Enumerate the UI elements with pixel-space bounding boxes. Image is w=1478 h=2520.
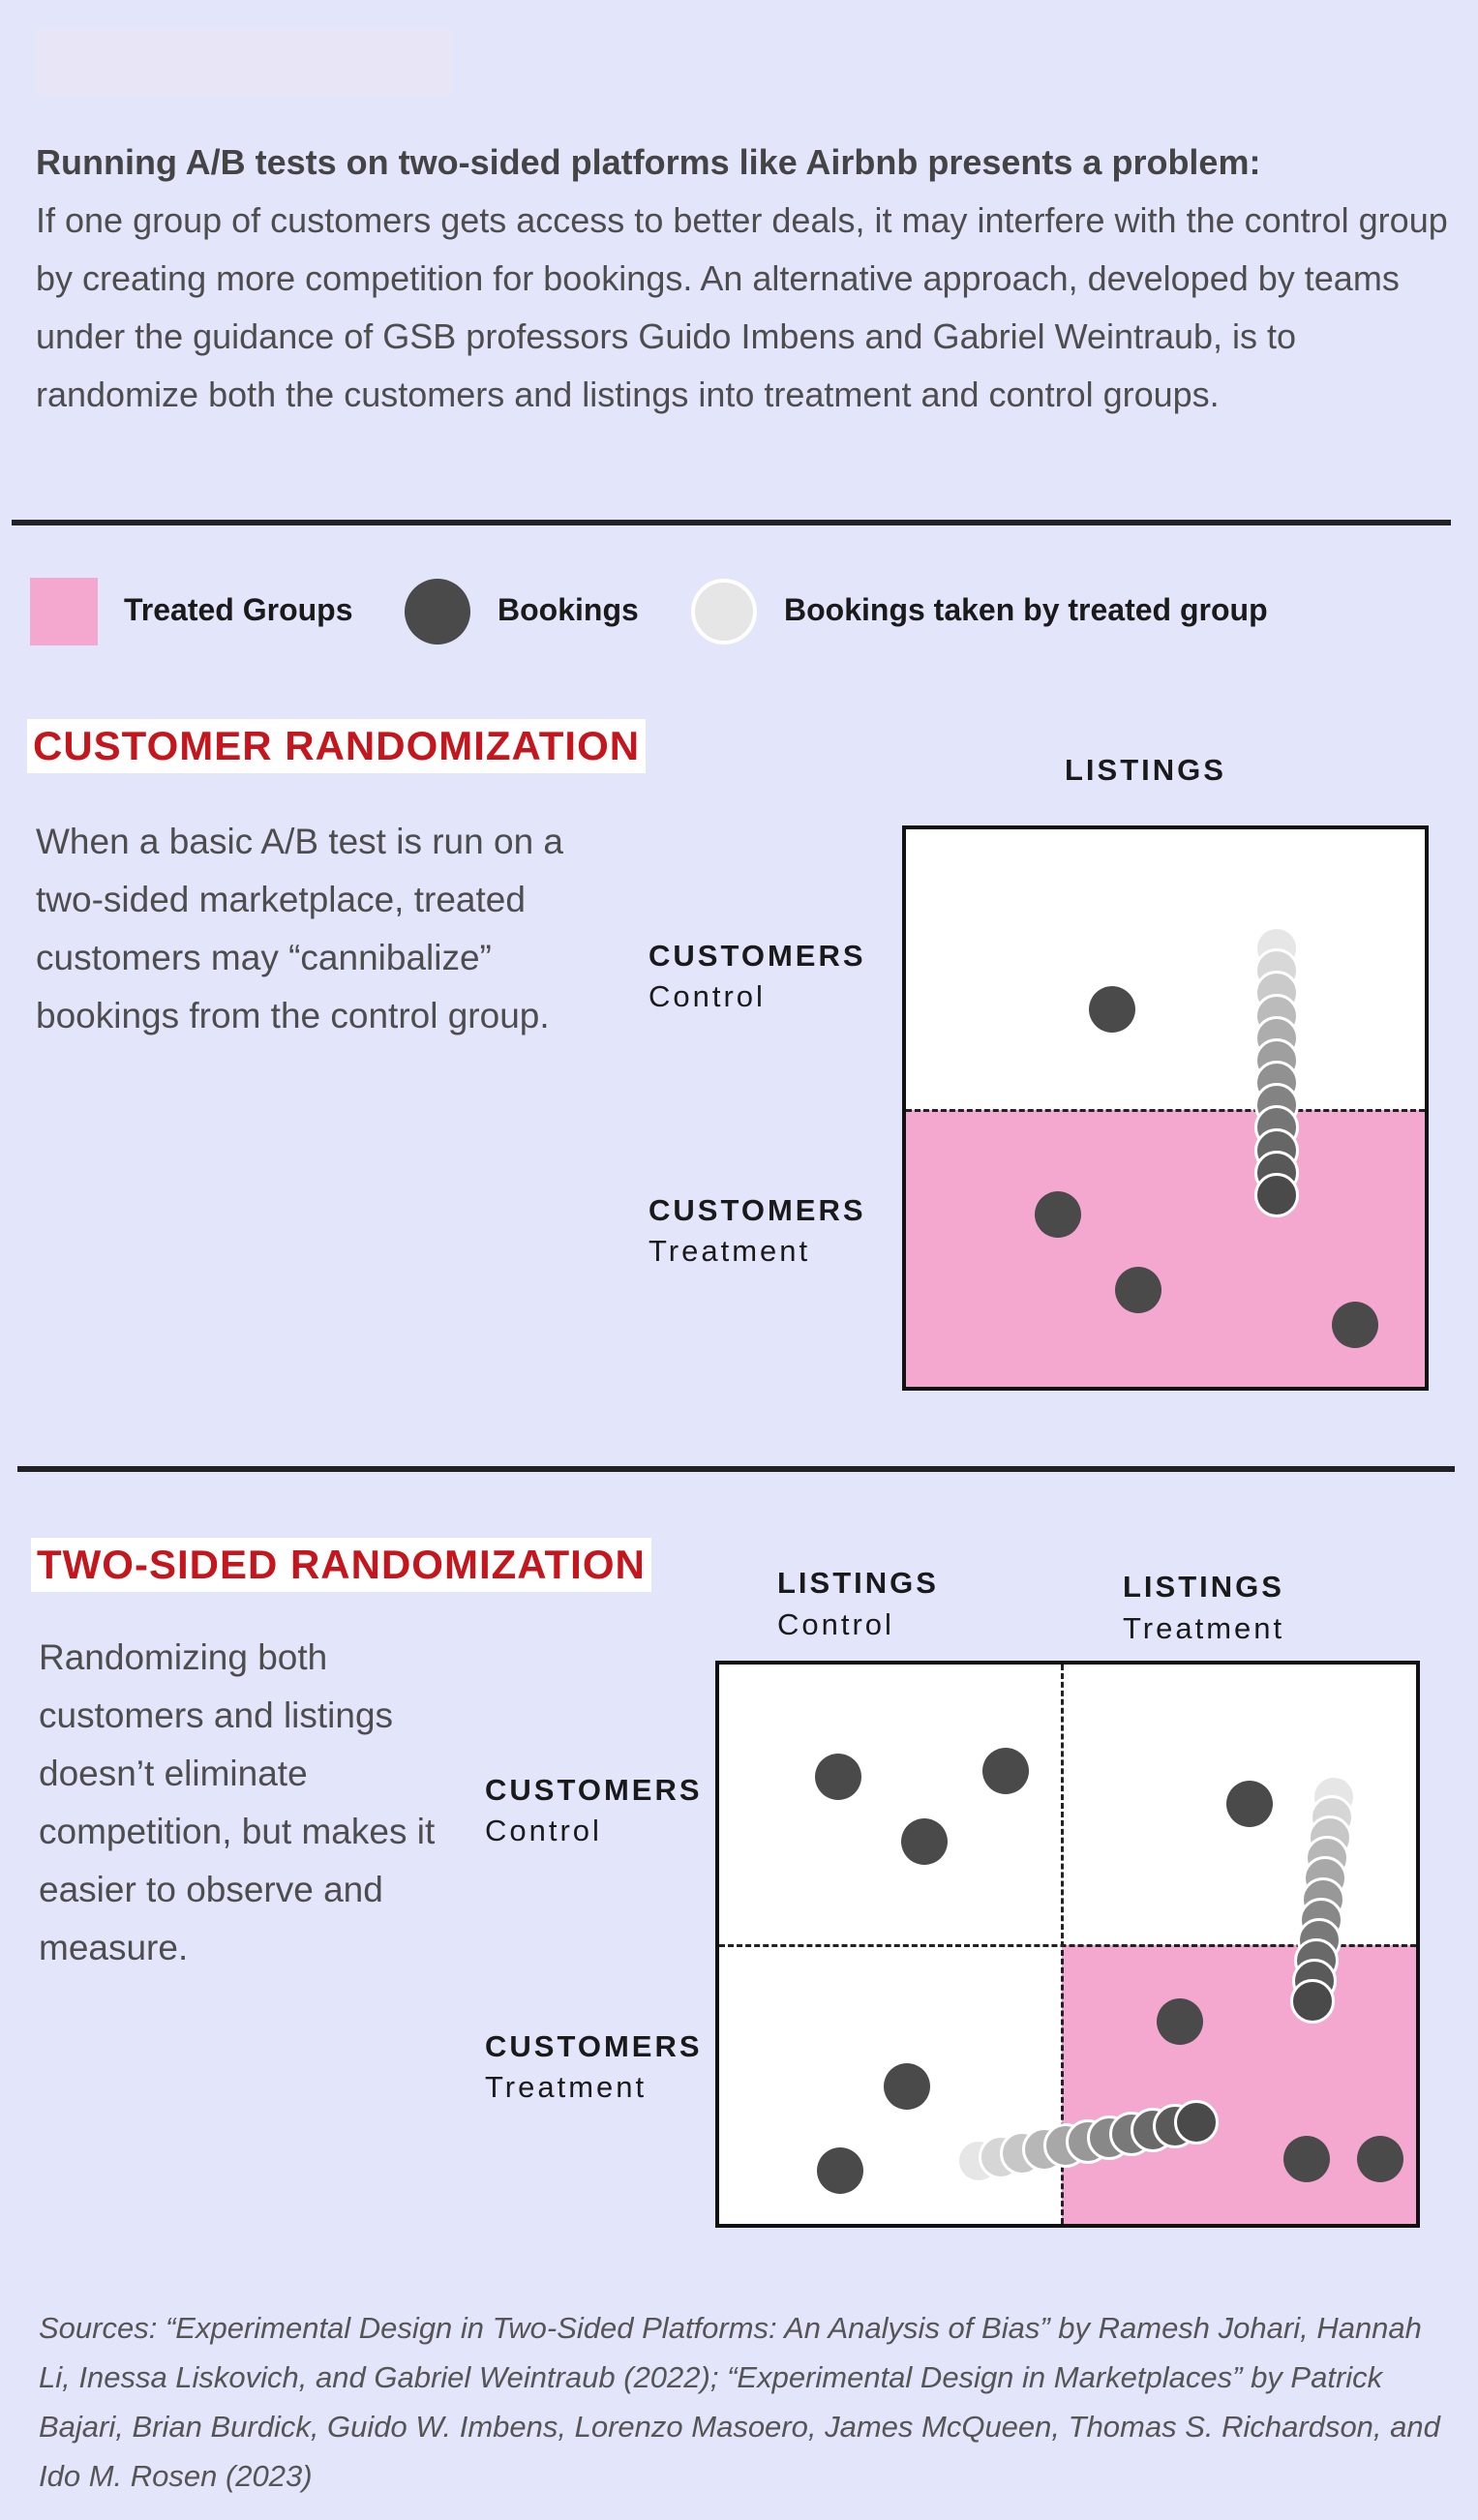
intro-lead: Running A/B tests on two-sided platforms… — [36, 142, 1261, 182]
col-treatment-head: LISTINGS — [1123, 1570, 1284, 1604]
row-treatment-sub: Treatment — [649, 1234, 811, 1268]
booking-dot — [1115, 1267, 1161, 1313]
booking-dot — [1157, 1998, 1203, 2045]
two-sided-randomization-title: TWO-SIDED RANDOMIZATION — [31, 1538, 651, 1592]
intro-paragraph: Running A/B tests on two-sided platforms… — [36, 134, 1468, 424]
customer-randomization-grid — [902, 825, 1429, 1391]
booking-dot — [1283, 2136, 1330, 2182]
row-control-sub: Control — [649, 979, 766, 1013]
row-divider — [906, 1109, 1425, 1112]
booking-dot — [1089, 986, 1135, 1033]
customer-randomization-text: When a basic A/B test is run on a two-si… — [36, 822, 564, 1035]
booking-dot — [1035, 1191, 1081, 1238]
row2-control-head: CUSTOMERS — [485, 1773, 703, 1807]
booking-dot — [1357, 2136, 1403, 2182]
row-divider — [719, 1944, 1416, 1947]
row2-control-sub: Control — [485, 1814, 602, 1847]
sources-citation: Sources: “Experimental Design in Two-Sid… — [39, 2311, 1440, 2493]
legend-treated-swatch — [30, 578, 98, 645]
legend-booking-dot — [405, 579, 470, 645]
legend-treated-label: Treated Groups — [124, 592, 353, 627]
treatment-row-fill — [906, 1110, 1425, 1387]
booking-dot — [982, 1748, 1029, 1794]
divider-middle — [17, 1466, 1455, 1472]
listings-label: LISTINGS — [1065, 753, 1226, 787]
row2-treatment-head: CUSTOMERS — [485, 2029, 703, 2063]
booking-dot — [884, 2063, 930, 2110]
legend-taken-label: Bookings taken by treated group — [784, 592, 1268, 627]
taken-booking-dot — [1254, 1173, 1299, 1217]
legend-taken-dot — [691, 579, 757, 645]
taken-booking-dot — [1174, 2100, 1219, 2145]
column-divider — [1061, 1665, 1064, 2224]
booking-dot — [817, 2147, 863, 2194]
col-control-sub: Control — [777, 1607, 894, 1641]
row-treatment-head: CUSTOMERS — [649, 1193, 866, 1227]
customer-randomization-title: CUSTOMER RANDOMIZATION — [27, 719, 647, 773]
booking-dot — [1332, 1302, 1378, 1348]
divider-top — [12, 520, 1451, 525]
treated-cell-fill — [1062, 1945, 1416, 2224]
col-control-head: LISTINGS — [777, 1566, 939, 1600]
intro-body: If one group of customers gets access to… — [36, 200, 1448, 414]
header-placeholder — [36, 29, 452, 97]
two-sided-randomization-text: Randomizing both customers and listings … — [39, 1637, 436, 1967]
booking-dot — [901, 1818, 948, 1865]
legend-bookings-label: Bookings — [498, 592, 639, 627]
booking-dot — [1226, 1781, 1273, 1827]
two-sided-randomization-grid — [715, 1661, 1420, 2228]
taken-booking-dot — [1290, 1979, 1335, 2024]
row-control-head: CUSTOMERS — [649, 939, 866, 973]
row2-treatment-sub: Treatment — [485, 2070, 648, 2104]
col-treatment-sub: Treatment — [1123, 1611, 1285, 1645]
booking-dot — [815, 1754, 861, 1800]
